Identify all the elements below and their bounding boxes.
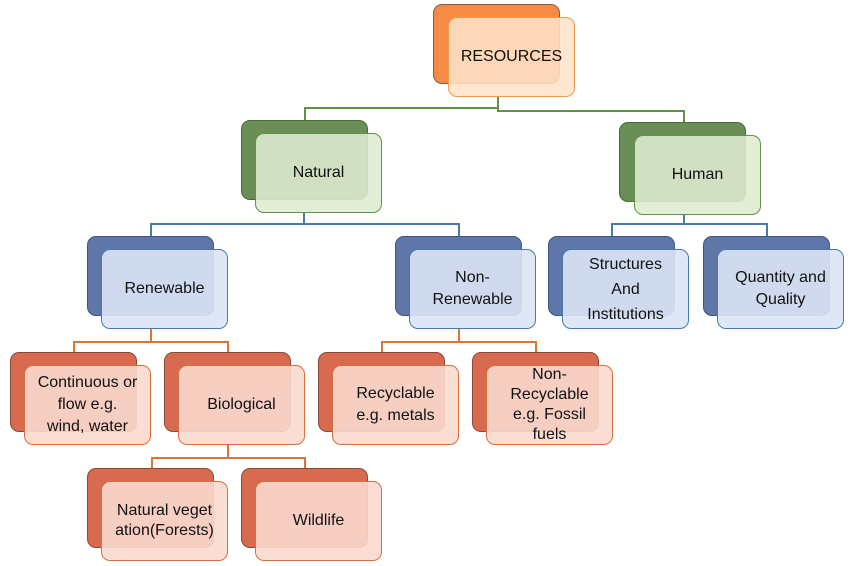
node-biological-label: Biological: [207, 396, 276, 413]
node-quantity-quality-label: Quantity and Quality: [735, 269, 826, 308]
node-non-recyclable-label: Non-Recyclable e.g. Fossil fuels: [510, 366, 589, 443]
node-renewable-label: Renewable: [124, 280, 205, 297]
node-non-renewable-label: Non-Renewable: [432, 269, 513, 308]
node-human-label: Human: [671, 166, 724, 183]
node-natural-vegetation-label: Natural vegetation(Forests): [115, 502, 214, 539]
node-resources-label: RESOURCES: [460, 48, 563, 65]
node-continuous-label: Continuous or flow e.g. wind, water: [37, 374, 138, 435]
node-natural-label: Natural: [292, 164, 345, 181]
node-recyclable-label: Recyclable e.g. metals: [356, 385, 435, 424]
node-structures-label: Structures And Institutions: [587, 255, 664, 323]
node-wildlife-label: Wildlife: [292, 512, 345, 529]
